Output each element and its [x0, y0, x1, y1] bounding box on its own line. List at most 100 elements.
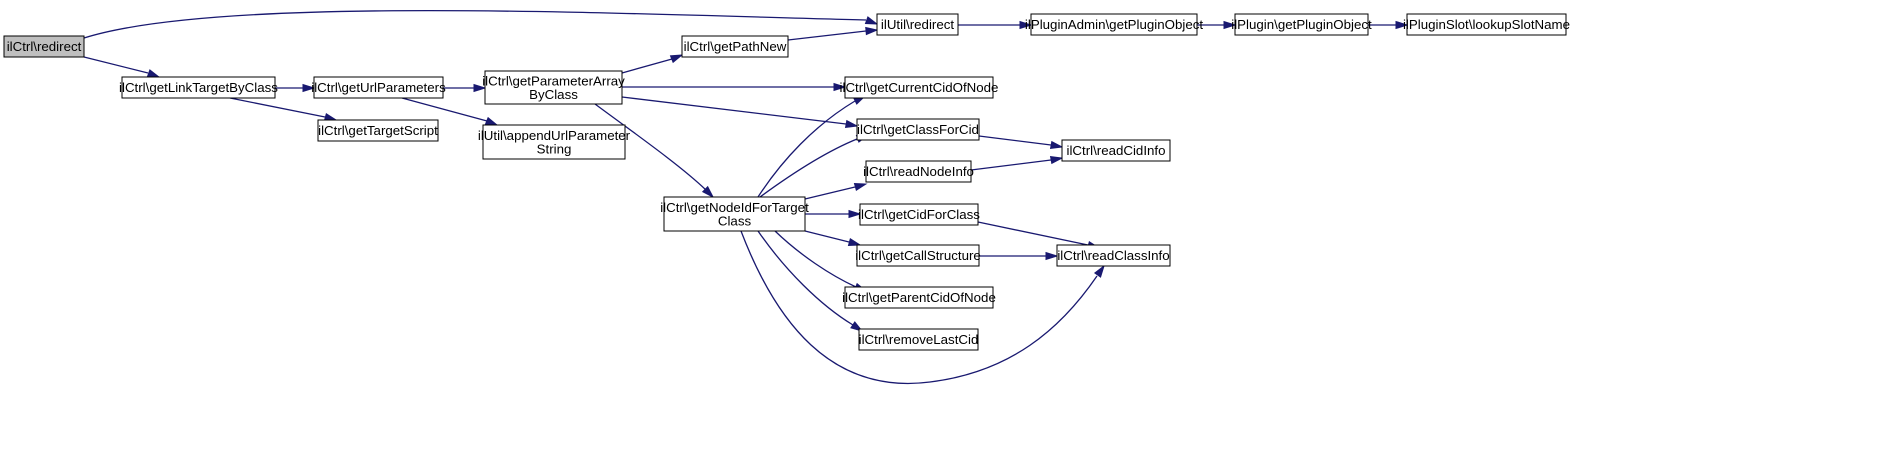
node-label: ilCtrl\readNodeInfo [863, 164, 974, 179]
node-label: ilCtrl\redirect [7, 39, 82, 54]
node-box [3, 35, 85, 58]
edge-arrowhead [1223, 20, 1237, 30]
node-box [121, 76, 276, 99]
node-label: ilCtrl\getParentCidOfNode [842, 290, 996, 305]
node-box [1056, 244, 1171, 267]
edge-pluginAdminGetPluginObject-to-pluginGetPluginObject [1197, 20, 1237, 30]
node-removeLastCid[interactable]: ilCtrl\removeLastCid [858, 328, 979, 351]
edge-getUrlParameters-to-appendUrlParameterString [401, 97, 499, 126]
node-label: ilPluginAdmin\getPluginObject [1025, 17, 1203, 32]
node-redirect[interactable]: ilCtrl\redirect [3, 35, 85, 58]
node-label: ilCtrl\getTargetScript [318, 123, 438, 138]
node-getParentCidOfNode[interactable]: ilCtrl\getParentCidOfNode [842, 286, 996, 309]
node-pluginGetPluginObject[interactable]: ilPlugin\getPluginObject [1231, 13, 1372, 36]
node-box [681, 35, 789, 58]
edge-line [740, 230, 1098, 385]
node-label: ilCtrl\getNodeIdForTarget [660, 200, 809, 215]
edge-arrowhead [701, 185, 715, 199]
node-lookupSlotName[interactable]: ilPluginSlot\lookupSlotName [1403, 13, 1570, 36]
edge-utilRedirect-to-pluginAdminGetPluginObject [958, 20, 1033, 30]
node-readNodeInfo[interactable]: ilCtrl\readNodeInfo [863, 160, 974, 183]
edge-line [83, 9, 867, 39]
edge-getNodeIdForTargetClass-to-readNodeInfo [804, 182, 868, 200]
node-box [482, 124, 626, 160]
edge-arrowhead [1049, 140, 1064, 150]
node-label: Class [718, 213, 752, 228]
node-label: ilCtrl\getCurrentCidOfNode [840, 80, 999, 95]
edge-arrowhead [1395, 20, 1409, 30]
edge-arrowhead [848, 209, 862, 219]
node-getCallStructure[interactable]: ilCtrl\getCallStructure [855, 244, 981, 267]
edges-layer [83, 9, 1409, 385]
node-readCidInfo[interactable]: ilCtrl\readCidInfo [1061, 139, 1171, 162]
node-box [844, 286, 994, 309]
edge-line [594, 103, 707, 191]
node-label: ilCtrl\getUrlParameters [311, 80, 446, 95]
node-box [844, 76, 994, 99]
node-box [858, 328, 979, 351]
node-box [484, 70, 623, 105]
edge-arrowhead [669, 54, 684, 64]
node-label: ilCtrl\removeLastCid [859, 332, 979, 347]
node-label: ilUtil\appendUrlParameter [478, 128, 631, 143]
edge-line [757, 230, 854, 326]
edge-arrowhead [484, 116, 499, 126]
node-readClassInfo[interactable]: ilCtrl\readClassInfo [1056, 244, 1171, 267]
node-box [317, 119, 439, 142]
node-box [1030, 13, 1198, 36]
edge-getParameterArrayByClass-to-getCurrentCidOfNode [622, 82, 847, 92]
edge-arrowhead [853, 182, 868, 192]
edge-pluginGetPluginObject-to-lookupSlotName [1368, 20, 1409, 30]
edge-getLinkTargetByClass-to-getUrlParameters [275, 83, 316, 93]
edge-getNodeIdForTargetClass-to-removeLastCid [757, 230, 864, 332]
node-box [865, 160, 972, 183]
node-getClassForCid[interactable]: ilCtrl\getClassForCid [856, 118, 980, 141]
node-box [876, 13, 959, 36]
edge-line [83, 56, 149, 74]
node-label: ilCtrl\getCidForClass [858, 207, 980, 222]
node-getTargetScript[interactable]: ilCtrl\getTargetScript [317, 119, 439, 142]
edge-getLinkTargetByClass-to-getTargetScript [229, 97, 338, 122]
edge-arrowhead [146, 69, 161, 78]
edge-readNodeInfo-to-readCidInfo [970, 155, 1064, 171]
edge-arrowhead [1093, 264, 1105, 278]
edge-arrowhead [865, 26, 879, 36]
edge-arrowhead [1049, 155, 1064, 165]
edge-line [970, 159, 1052, 171]
edge-getNodeIdForTargetClass-to-getCurrentCidOfNode [757, 95, 867, 198]
edge-arrowhead [864, 16, 879, 25]
node-label: ilCtrl\getLinkTargetByClass [119, 80, 278, 95]
edge-redirect-to-getLinkTargetByClass [83, 56, 161, 78]
edge-line [621, 96, 847, 125]
node-label: ilCtrl\readCidInfo [1066, 143, 1165, 158]
edge-line [787, 30, 867, 41]
edge-getParameterArrayByClass-to-getNodeIdForTargetClass [594, 103, 715, 199]
node-label: ilCtrl\getClassForCid [857, 122, 979, 137]
node-pluginAdminGetPluginObject[interactable]: ilPluginAdmin\getPluginObject [1025, 13, 1203, 36]
edge-arrowhead [473, 83, 487, 93]
node-getCidForClass[interactable]: ilCtrl\getCidForClass [858, 203, 980, 226]
edge-getCallStructure-to-readClassInfo [979, 251, 1059, 261]
edge-line [621, 58, 673, 74]
node-label: ilCtrl\getPathNew [684, 39, 787, 54]
edge-line [774, 230, 857, 288]
node-getCurrentCidOfNode[interactable]: ilCtrl\getCurrentCidOfNode [840, 76, 999, 99]
edge-line [978, 135, 1052, 146]
node-box [856, 244, 980, 267]
node-getPathNew[interactable]: ilCtrl\getPathNew [681, 35, 789, 58]
nodes-layer: ilCtrl\redirect ilCtrl\getLinkTargetByCla… [3, 13, 1570, 351]
node-utilRedirect[interactable]: ilUtil\redirect [876, 13, 959, 36]
edge-arrowhead [323, 112, 338, 122]
node-label: ilCtrl\getParameterArray [482, 73, 625, 88]
node-label: String [537, 141, 572, 156]
edge-line [977, 221, 1089, 246]
node-getUrlParameters[interactable]: ilCtrl\getUrlParameters [311, 76, 446, 99]
edge-arrowhead [302, 83, 316, 93]
edge-arrowhead [844, 119, 859, 129]
node-getLinkTargetByClass[interactable]: ilCtrl\getLinkTargetByClass [119, 76, 278, 99]
node-label: ByClass [529, 87, 578, 102]
